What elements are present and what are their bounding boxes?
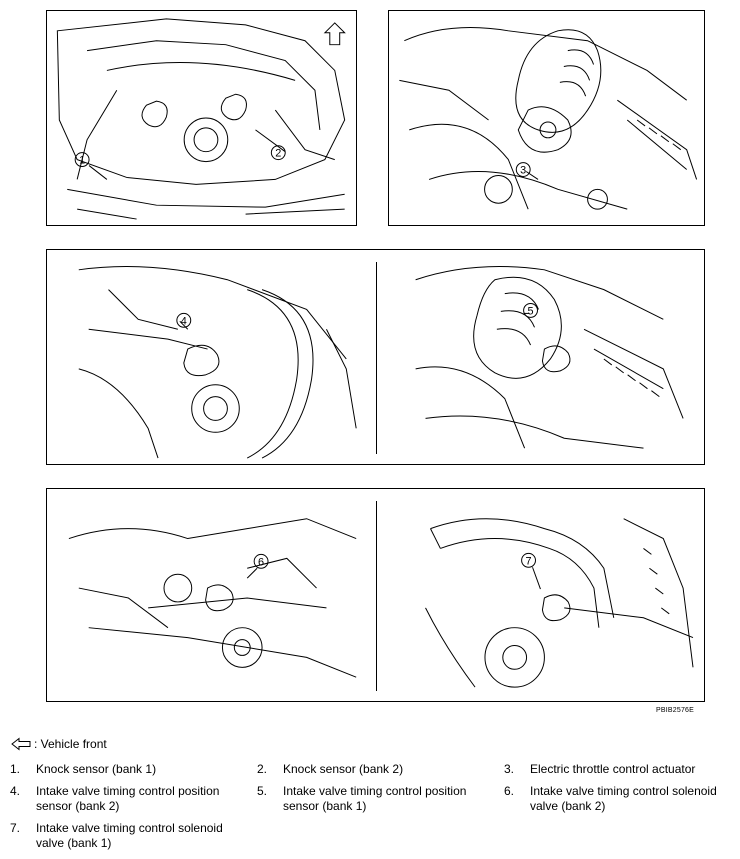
- legend-vehicle-front: : Vehicle front: [10, 737, 107, 751]
- callout-4: 4: [176, 312, 192, 328]
- callout-2: 2: [270, 145, 286, 161]
- callout-1: 1: [74, 152, 90, 168]
- svg-text:5: 5: [528, 305, 534, 317]
- svg-text:2: 2: [275, 148, 281, 160]
- panel-divider: [376, 262, 377, 454]
- legend-label: : Vehicle front: [34, 737, 107, 751]
- svg-text:3: 3: [520, 164, 526, 176]
- illustration-knock-sensors: 1 2: [46, 10, 357, 226]
- callout-5: 5: [523, 303, 538, 318]
- callout-3: 3: [515, 162, 531, 177]
- callout-7: 7: [521, 552, 536, 568]
- svg-text:7: 7: [526, 555, 532, 567]
- svg-text:1: 1: [79, 155, 85, 167]
- illustration-position-sensors: 4 5: [46, 249, 705, 465]
- illustration-solenoid-valves: 6 7: [46, 488, 705, 702]
- svg-text:4: 4: [181, 315, 187, 327]
- svg-text:6: 6: [258, 556, 264, 568]
- arrow-left-outline-icon: [11, 737, 31, 751]
- illustration-throttle-actuator: 3: [388, 10, 705, 226]
- panel-divider: [376, 501, 377, 691]
- callout-6: 6: [253, 553, 269, 569]
- figure-code: PBIB2576E: [656, 707, 694, 714]
